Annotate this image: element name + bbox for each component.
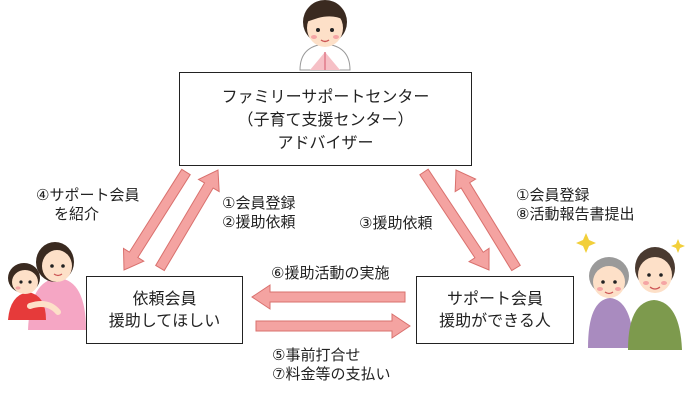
arrows-group bbox=[122, 168, 521, 339]
label-left-up: ①会員登録 ②援助依頼 bbox=[222, 194, 296, 231]
supporter-title: サポート会員 bbox=[446, 289, 543, 308]
advisor-illustration bbox=[299, 0, 351, 71]
arrow-requester-to-supporter bbox=[255, 313, 411, 339]
arrow-requester-to-center bbox=[155, 169, 220, 272]
arrow-supporter-to-requester bbox=[251, 284, 406, 310]
requester-desc: 援助してほしい bbox=[108, 311, 221, 330]
support-member-box: サポート会員 援助ができる人 bbox=[416, 276, 574, 344]
arrow-center-to-supporter bbox=[419, 168, 490, 271]
arrow-supporter-to-center bbox=[454, 169, 521, 272]
mother-child-illustration bbox=[8, 242, 86, 330]
center-role: アドバイザー bbox=[277, 132, 374, 152]
label-right-up: ①会員登録 ⑧活動報告書提出 bbox=[516, 186, 635, 223]
label-activity: ⑥援助活動の実施 bbox=[271, 264, 390, 282]
center-subtitle: （子育て支援センター） bbox=[237, 109, 414, 129]
requester-member-box: 依頼会員 援助してほしい bbox=[86, 276, 243, 344]
label-bottom: ⑤事前打合せ ⑦料金等の支払い bbox=[272, 346, 391, 383]
supporter-desc: 援助ができる人 bbox=[439, 311, 551, 330]
label-center-request: ③援助依頼 bbox=[359, 214, 433, 232]
requester-title: 依頼会員 bbox=[132, 289, 197, 308]
arrow-center-to-requester bbox=[122, 168, 191, 271]
label-introduce-supporter: ④サポート会員 を紹介 bbox=[36, 186, 140, 223]
family-support-center-box: ファミリーサポートセンター （子育て支援センター） アドバイザー bbox=[179, 72, 472, 166]
elderly-couple-illustration bbox=[576, 233, 685, 350]
center-title: ファミリーサポートセンター bbox=[221, 86, 430, 106]
